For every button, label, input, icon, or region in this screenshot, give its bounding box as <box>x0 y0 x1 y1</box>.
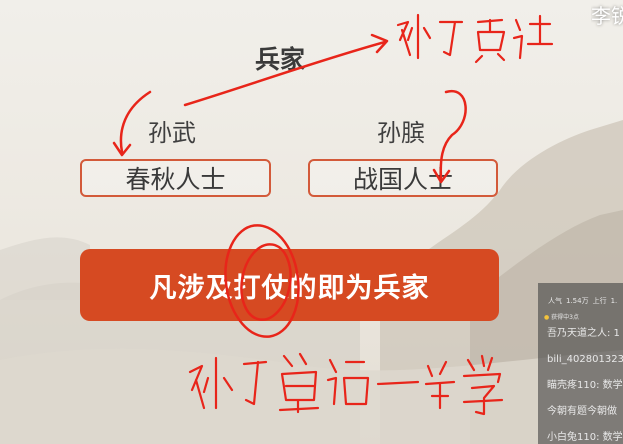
left-name: 孙武 <box>148 119 196 147</box>
chat-message: 吾乃天道之人: 1 <box>547 328 620 339</box>
left-era-box: 春秋人士 <box>80 159 271 197</box>
chat-message: 小白兔110: 数学 <box>547 432 623 443</box>
streamer-watermark: 李锐 <box>591 4 623 28</box>
definition-banner: 凡涉及打仗的即为兵家 <box>80 249 499 321</box>
slide-title: 兵家 <box>255 45 306 74</box>
right-name: 孙膑 <box>377 119 425 147</box>
chat-message: 瞄壳疼110: 数学 <box>547 380 623 391</box>
chat-notice: ● 获得中3点 <box>544 314 579 321</box>
chat-message: bili_402801323 <box>547 354 623 365</box>
popularity-value: 1.54万 <box>566 297 589 305</box>
upload-label: 上行 <box>592 297 607 305</box>
popularity-label: 人气 <box>548 297 562 305</box>
chat-message: 今朝有题今朝做 <box>547 406 617 417</box>
upload-value: 1. <box>610 297 618 305</box>
right-era-box: 战国人士 <box>308 159 498 197</box>
